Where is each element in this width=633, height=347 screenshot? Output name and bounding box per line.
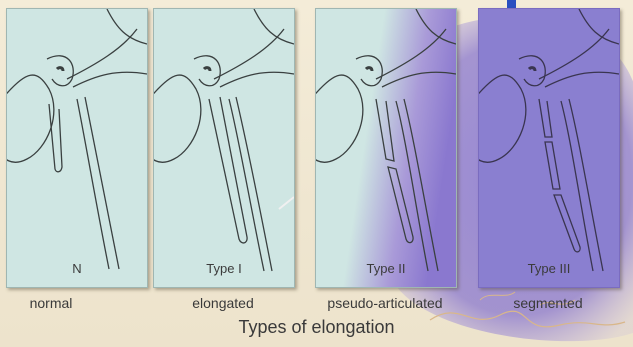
panel-normal: N — [6, 8, 148, 288]
type-i-styloid-sketch — [154, 9, 294, 287]
panel-type-i: Type I — [153, 8, 295, 288]
caption-segmented: segmented — [473, 295, 623, 311]
panel-label-type-ii: Type II — [316, 261, 456, 276]
caption-normal: normal — [0, 295, 126, 311]
figure-title: Types of elongation — [0, 317, 633, 338]
panel-label-type-iii: Type III — [479, 261, 619, 276]
panel-type-ii: Type II — [315, 8, 457, 288]
panel-label-type-i: Type I — [154, 261, 294, 276]
caption-elongated: elongated — [148, 295, 298, 311]
panel-label-normal: N — [7, 261, 147, 276]
panel-type-iii: Type III — [478, 8, 620, 288]
type-ii-styloid-sketch — [316, 9, 456, 287]
normal-styloid-sketch — [7, 9, 147, 287]
type-iii-styloid-sketch — [479, 9, 619, 287]
caption-pseudo-articulated: pseudo-articulated — [310, 295, 460, 311]
